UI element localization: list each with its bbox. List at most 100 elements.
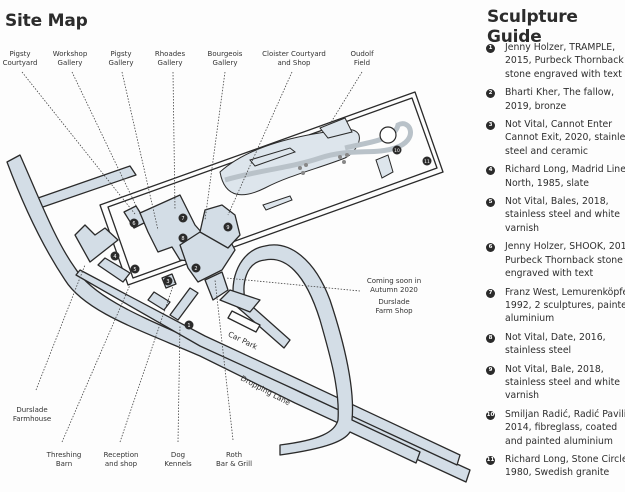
svg-text:1: 1 [187, 323, 190, 329]
sculpture-guide-text: and painted aluminium [505, 435, 613, 447]
number-badge-icon: 8 [486, 333, 495, 343]
sculpture-guide-item[interactable]: 9 Not Vital, Bale, 2018,stainless steel a… [486, 363, 625, 403]
sculpture-guide-text: Not Vital, Bale, 2018, [505, 363, 604, 375]
sculpture-guide-text: Bharti Kher, The fallow, [505, 87, 615, 99]
planting-bed [375, 154, 394, 179]
sculpture-guide-text: stainless steel [505, 345, 572, 357]
sculpture-guide-text: varnish [505, 222, 540, 234]
number-badge-icon: 9 [486, 365, 495, 375]
svg-text:5: 5 [133, 267, 136, 273]
radic-pavilion-icon [379, 126, 397, 144]
sculpture-guide-list: 1 Jenny Holzer, TRAMPLE, 2015, Purbeck Tho… [486, 41, 625, 485]
planting-bed [249, 147, 297, 167]
number-badge-icon: 1 [486, 44, 495, 53]
marker-4[interactable]: 4 [110, 251, 120, 261]
sculpture-guide-text: stainless steel and white [505, 209, 620, 221]
sculpture-guide-item[interactable]: 10 Smiljan Radić, Radić Pavilio 2014, fibr… [486, 408, 625, 448]
number-badge-icon: 3 [486, 121, 495, 131]
sculpture-guide-item[interactable]: 8 Not Vital, Date, 2016, stainless steel [486, 331, 625, 358]
number-badge-icon: 11 [486, 455, 495, 465]
sculpture-guide-text: Purbeck Thornback stone [505, 254, 623, 266]
loop-road [232, 244, 421, 464]
svg-text:10: 10 [394, 148, 400, 154]
sculpture-guide-text: Jenny Holzer, SHOOK, 201 [505, 241, 625, 253]
planting-bed [262, 195, 293, 211]
building-left-l [74, 224, 119, 263]
sculpture-guide-text: 1980, Swedish granite [505, 467, 610, 479]
building-right-block [204, 271, 229, 301]
number-badge-icon: 10 [486, 410, 495, 420]
sculpture-guide-text: stainless steel and white [505, 376, 620, 388]
building-small [147, 291, 171, 311]
building-long-2 [169, 287, 199, 321]
dropping-lane [75, 269, 461, 466]
svg-text:2: 2 [194, 266, 197, 272]
sculpture-guide-text: Not Vital, Bales, 2018, [505, 196, 609, 208]
marker-5[interactable]: 5 [130, 264, 140, 274]
marker-1[interactable]: 1 [184, 320, 194, 330]
sculpture-guide-text: stone engraved with text [505, 68, 622, 80]
sculpture-guide-item[interactable]: 5 Not Vital, Bales, 2018,stainless steel … [486, 195, 625, 235]
sculpture-guide-text: Not Vital, Date, 2016, [505, 331, 606, 343]
sculpture-guide-text: 2019, bronze [505, 100, 567, 112]
sculpture-guide-text: Smiljan Radić, Radić Pavilio [505, 408, 625, 420]
sculpture-guide-text: Franz West, Lemurenköpfe [505, 286, 625, 298]
svg-text:3: 3 [166, 279, 169, 285]
marker-7[interactable]: 7 [178, 213, 188, 223]
number-badge-icon: 6 [486, 243, 495, 253]
number-badge-icon: 7 [486, 288, 495, 298]
sculpture-guide-text: 2015, Purbeck Thornback [505, 55, 624, 67]
number-badge-icon: 2 [486, 89, 495, 99]
svg-text:7: 7 [181, 216, 184, 222]
marker-9[interactable]: 9 [223, 222, 233, 232]
sculpture-guide-text: Not Vital, Cannot Enter [505, 119, 613, 131]
sculpture-guide-text: Richard Long, Madrid Line [505, 164, 625, 176]
sculpture-guide-title: Sculpture Guide [487, 7, 578, 47]
sculpture-guide-item[interactable]: 11 Richard Long, Stone Circle 1980, Swedis… [486, 453, 625, 480]
sculpture-guide-text: Jenny Holzer, TRAMPLE, [505, 42, 616, 53]
sculpture-guide-text: Richard Long, Stone Circle [505, 453, 625, 465]
sculpture-guide-item[interactable]: 1 Jenny Holzer, TRAMPLE, 2015, Purbeck Tho… [486, 41, 625, 81]
sculpture-guide-text: engraved with text [505, 268, 594, 280]
planting-bed [319, 117, 353, 139]
marker-6[interactable]: 6 [129, 218, 139, 228]
svg-text:8: 8 [181, 236, 184, 242]
sculpture-guide-text: aluminium [505, 313, 555, 325]
sculpture-guide-text: 2014, fibreglass, coated [505, 422, 618, 434]
sculpture-guide-item[interactable]: 2 Bharti Kher, The fallow,2019, bronze [486, 86, 625, 113]
site-map[interactable]: 1 2 3 4 5 6 7 8 9 10 11 [0, 0, 480, 492]
svg-text:11: 11 [424, 159, 430, 165]
marker-3[interactable]: 3 [163, 276, 173, 286]
leader-lines [21, 71, 363, 443]
marker-8[interactable]: 8 [178, 233, 188, 243]
marker-2[interactable]: 2 [191, 263, 201, 273]
site-map-title: Site Map [5, 11, 88, 31]
building-long-1 [97, 257, 131, 283]
building-fingers [219, 289, 261, 313]
sculpture-guide-text: varnish [505, 390, 540, 402]
markers: 1 2 3 4 5 6 7 8 9 10 11 [110, 145, 432, 330]
marker-11[interactable]: 11 [422, 156, 432, 166]
svg-text:9: 9 [226, 225, 229, 231]
marker-10[interactable]: 10 [392, 145, 402, 155]
number-badge-icon: 5 [486, 198, 495, 208]
number-badge-icon: 4 [486, 166, 495, 176]
